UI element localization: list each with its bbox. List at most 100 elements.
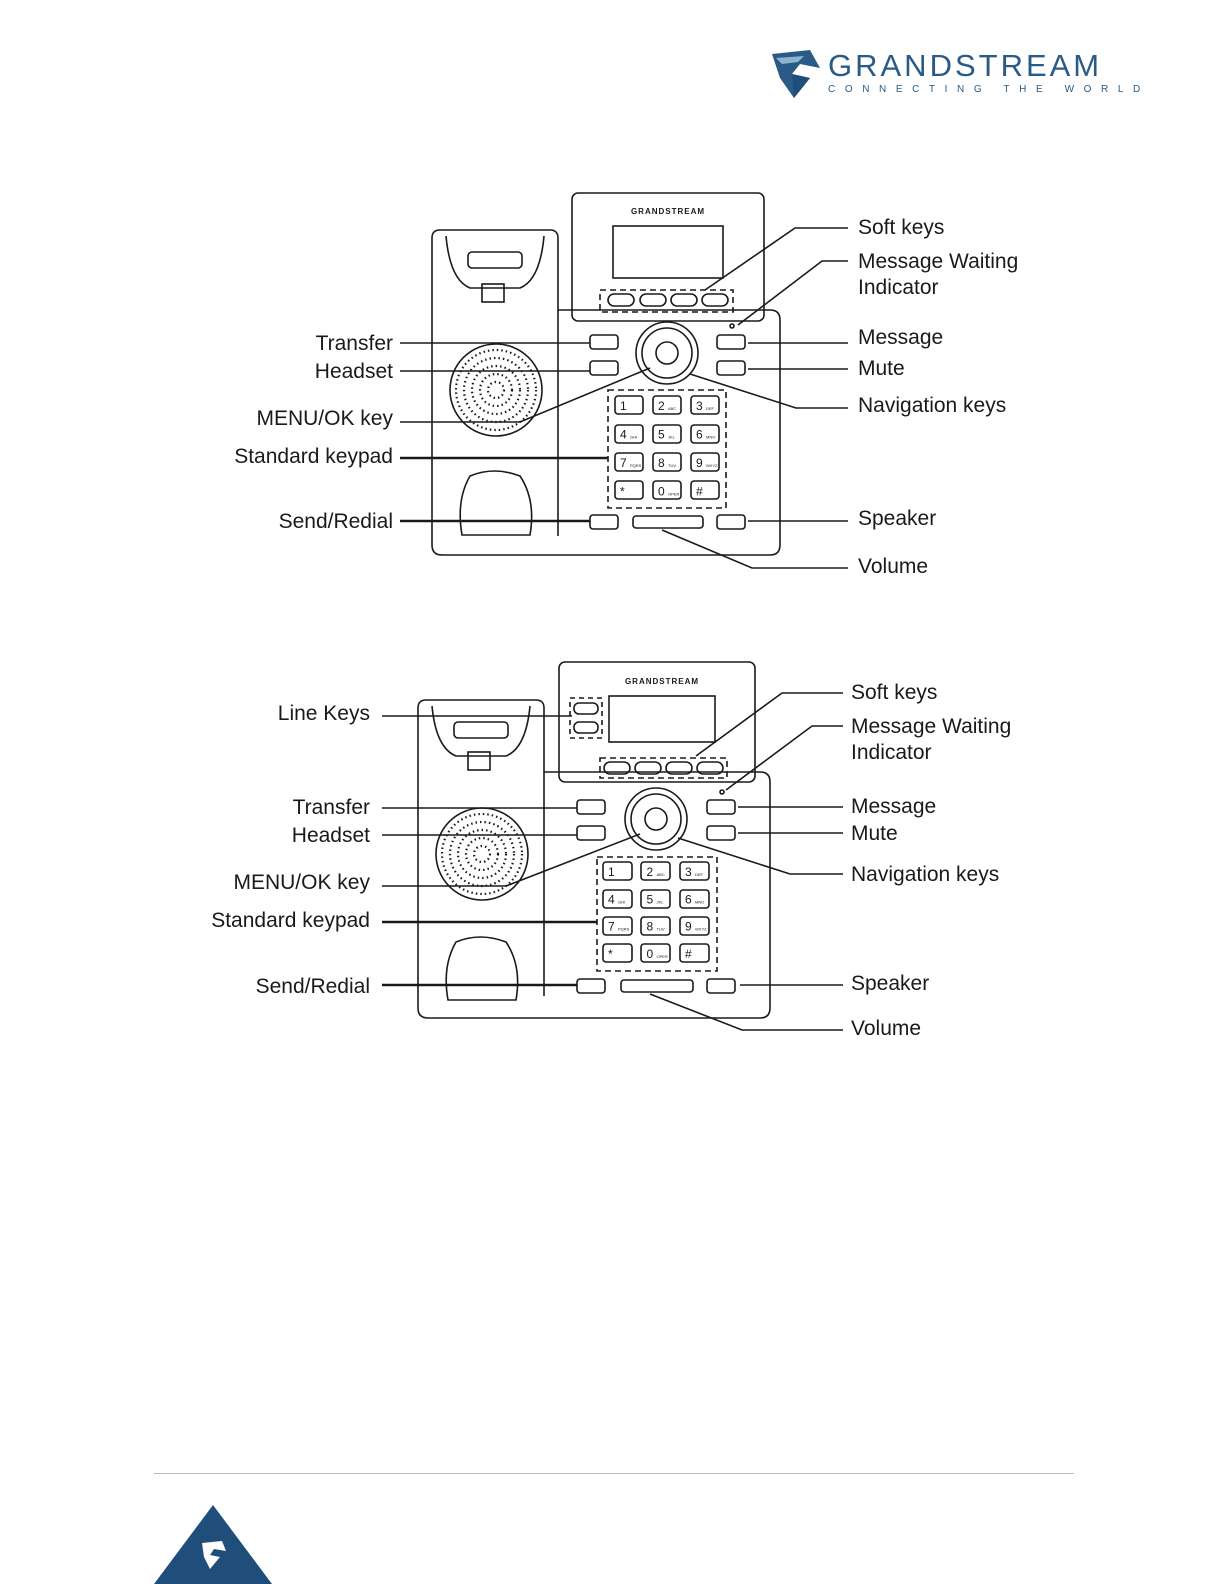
hook-post	[481, 283, 505, 303]
label-mwi-2: Indicator	[858, 276, 939, 299]
lower-cradle	[459, 470, 533, 536]
keypad-digit[interactable]: 1	[608, 865, 615, 879]
phone-body	[431, 229, 781, 556]
label-mute: Mute	[851, 822, 898, 845]
keypad-digit[interactable]: 7	[608, 920, 615, 934]
label-line-keys: Line Keys	[278, 702, 370, 725]
keypad-digit[interactable]: 8	[647, 920, 654, 934]
soft-key[interactable]	[696, 761, 724, 775]
menu-ok-key[interactable]	[644, 807, 668, 831]
keypad-letters: ABC	[657, 872, 665, 877]
label-navigation: Navigation keys	[858, 394, 1006, 417]
label-headset: Headset	[292, 824, 370, 847]
keypad-letters: PQRS	[630, 463, 642, 468]
soft-keys-group	[599, 289, 734, 313]
keypad-letters: DEF	[695, 872, 704, 877]
hook-post	[467, 751, 491, 771]
keypad-digit[interactable]: 5	[658, 428, 665, 442]
keypad-digit[interactable]: 3	[685, 865, 692, 879]
keypad-digit[interactable]: 8	[658, 456, 665, 470]
headset-key[interactable]	[589, 360, 619, 376]
keypad-letters: WXYZ	[695, 927, 707, 932]
keypad-digit[interactable]: 1	[620, 399, 627, 413]
keypad-letters: TUV	[657, 927, 665, 932]
label-soft-keys: Soft keys	[858, 216, 944, 239]
callout-lines	[382, 692, 843, 1031]
keypad-digit[interactable]: 6	[696, 428, 703, 442]
label-speaker: Speaker	[858, 507, 936, 530]
hook-switch	[467, 251, 523, 269]
keypad-digit[interactable]: 4	[608, 892, 615, 906]
keypad-letters: JKL	[668, 435, 676, 440]
speaker-key[interactable]	[716, 514, 746, 530]
soft-key[interactable]	[634, 761, 662, 775]
keypad-letters: DEF	[706, 406, 715, 411]
speaker-grille	[449, 343, 543, 437]
keypad-digit[interactable]: 4	[620, 428, 627, 442]
message-key[interactable]	[716, 334, 746, 350]
screen-housing	[571, 192, 765, 322]
keypad-digit[interactable]: #	[696, 485, 703, 499]
transfer-key[interactable]	[576, 799, 606, 815]
keypad-digit[interactable]: 3	[696, 399, 703, 413]
handset-cradle	[431, 705, 531, 757]
keypad-digit[interactable]: 2	[647, 865, 654, 879]
soft-keys-group	[599, 757, 728, 779]
line-key[interactable]	[573, 702, 599, 715]
keypad-digit[interactable]: #	[685, 947, 692, 961]
phone-body	[417, 699, 771, 1019]
label-message: Message	[851, 795, 936, 818]
keypad-digit[interactable]: 0	[658, 485, 665, 499]
keypad-digit[interactable]: 9	[685, 920, 692, 934]
keypad-digit[interactable]: 9	[696, 456, 703, 470]
volume-key[interactable]	[632, 515, 704, 529]
callout-lines	[400, 227, 848, 569]
keypad-digit[interactable]: 5	[647, 892, 654, 906]
keypad-letters: MNO	[706, 435, 715, 440]
keypad-digit[interactable]: 6	[685, 892, 692, 906]
label-menu-ok: MENU/OK key	[233, 871, 370, 894]
keypad-letters: WXYZ	[706, 463, 718, 468]
hook-switch	[453, 721, 509, 739]
keypad-letters: MNO	[695, 899, 704, 904]
keypad-letters: PQRS	[618, 927, 630, 932]
soft-key[interactable]	[603, 761, 631, 775]
menu-ok-key[interactable]	[655, 341, 679, 365]
headset-key[interactable]	[576, 825, 606, 841]
message-key[interactable]	[706, 799, 736, 815]
navigation-keys[interactable]	[635, 321, 699, 385]
footer-logo-icon	[154, 1505, 272, 1584]
soft-key[interactable]	[665, 761, 693, 775]
soft-key[interactable]	[701, 293, 729, 307]
keypad-letters: JKL	[657, 899, 665, 904]
volume-key[interactable]	[620, 979, 694, 993]
mute-key[interactable]	[716, 360, 746, 376]
lower-cradle	[445, 936, 519, 1001]
label-volume: Volume	[851, 1017, 921, 1040]
label-transfer: Transfer	[316, 332, 393, 355]
grandstream-logo: GRANDSTREAM CONNECTING THE WORLD	[770, 48, 1140, 104]
send-redial-key[interactable]	[589, 514, 619, 530]
keypad-digit[interactable]: 7	[620, 456, 627, 470]
label-send-redial: Send/Redial	[256, 975, 370, 998]
keypad-letters: GHI	[618, 899, 625, 904]
keypad-digit[interactable]: *	[608, 947, 613, 961]
soft-key[interactable]	[607, 293, 635, 307]
transfer-key[interactable]	[589, 334, 619, 350]
keypad-letters: TUV	[668, 463, 676, 468]
screen-housing	[558, 661, 756, 783]
navigation-keys[interactable]	[624, 787, 688, 851]
line-key[interactable]	[573, 721, 599, 734]
mute-key[interactable]	[706, 825, 736, 841]
keypad-digit[interactable]: *	[620, 485, 625, 499]
soft-key[interactable]	[670, 293, 698, 307]
soft-key[interactable]	[639, 293, 667, 307]
keypad-digit[interactable]: 2	[658, 399, 665, 413]
label-message: Message	[858, 326, 943, 349]
speaker-key[interactable]	[706, 978, 736, 994]
keypad-digit[interactable]: 0	[647, 947, 654, 961]
send-redial-key[interactable]	[576, 978, 606, 994]
mwi-led	[729, 323, 735, 329]
